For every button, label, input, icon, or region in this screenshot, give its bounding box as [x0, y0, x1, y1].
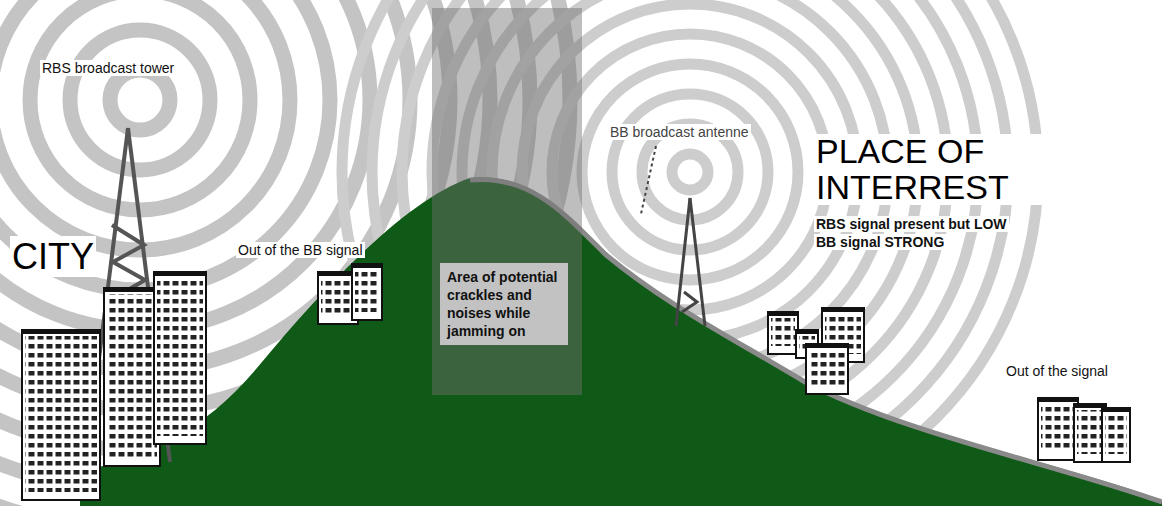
note-text: Area of potential crackles and noises wh…: [447, 268, 561, 340]
building-wall: [352, 264, 382, 320]
annotation-label: RBS broadcast tower: [40, 60, 176, 76]
building-roof: [805, 344, 849, 348]
signal-ring: [672, 154, 708, 190]
building-windows: [321, 278, 355, 316]
building-roof: [153, 272, 207, 276]
building: [153, 272, 207, 444]
building-wall: [22, 330, 100, 500]
building-wall: [1038, 398, 1078, 460]
annotation-label: BB broadcast antenne: [608, 124, 751, 140]
building-windows: [771, 318, 795, 346]
building-wall: [806, 344, 848, 394]
signal-ring: [30, 0, 250, 210]
building-roof: [351, 264, 383, 268]
building-wall: [1102, 408, 1130, 462]
building-roof: [767, 312, 799, 316]
annotation-label: Out of the BB signal: [236, 242, 365, 258]
building-roof: [1101, 408, 1131, 412]
building-roof: [103, 288, 161, 292]
building-windows: [107, 294, 157, 458]
signal-ring: [70, 30, 210, 170]
annotation-label: CITY: [10, 236, 96, 277]
mountain: [80, 177, 1162, 506]
building-windows: [809, 350, 845, 386]
building: [805, 344, 849, 394]
building-windows: [25, 336, 97, 492]
building-wall: [154, 272, 206, 444]
building: [103, 288, 161, 466]
annotation-label: BB signal STRONG: [814, 234, 946, 250]
signal-ring: [582, 64, 798, 280]
bb-broadcast-antenna: [641, 146, 705, 326]
building: [1101, 408, 1131, 462]
building: [21, 330, 101, 500]
building: [1037, 398, 1079, 460]
signal-ring: [0, 0, 290, 250]
buildings: [21, 264, 1131, 500]
building-windows: [157, 278, 203, 436]
building-roof: [821, 308, 865, 312]
jamming-band: [432, 8, 582, 395]
annotation-label: Out of the signal: [1004, 363, 1110, 379]
building-roof: [795, 330, 819, 334]
building-windows: [1041, 404, 1075, 452]
signal-ring: [110, 70, 170, 130]
building-windows: [1105, 414, 1127, 454]
building-wall: [104, 288, 160, 466]
signal-ring: [612, 94, 768, 250]
building-windows: [355, 270, 379, 312]
building-wall: [768, 312, 798, 354]
annotation-label: PLACE OF INTERREST: [814, 134, 1068, 205]
building: [767, 312, 799, 354]
building: [351, 264, 383, 320]
building-roof: [21, 330, 101, 334]
building-roof: [1037, 398, 1079, 402]
building-windows: [1077, 410, 1103, 454]
annotation-label: RBS signal present but LOW: [814, 216, 1009, 232]
note-box: Area of potential crackles and noises wh…: [440, 263, 568, 345]
